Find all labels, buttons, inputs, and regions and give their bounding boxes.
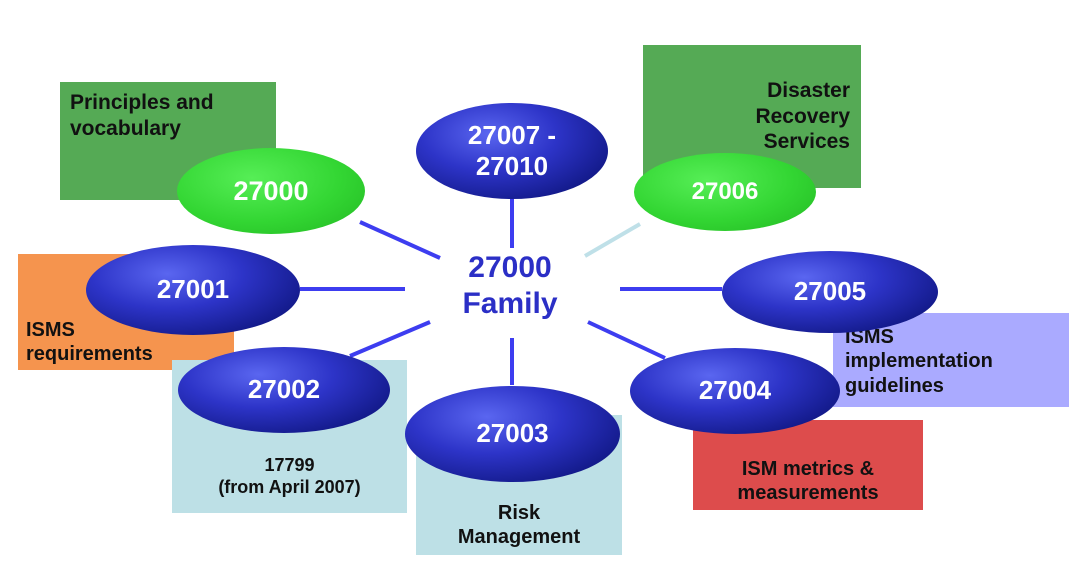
node-27000: 27000 — [177, 148, 365, 234]
node-27005: 27005 — [722, 251, 938, 333]
node-27001: 27001 — [86, 245, 300, 335]
caption-27003: Risk Management — [457, 502, 581, 549]
center-label: 27000 Family — [462, 251, 558, 320]
connector-27000 — [359, 220, 441, 260]
node-27006: 27006 — [634, 153, 816, 231]
caption-27006: Disaster Recovery Services — [755, 79, 850, 154]
node-27003: 27003 — [405, 386, 620, 482]
node-27004: 27004 — [630, 348, 840, 434]
caption-27000: Principles and vocabulary — [70, 91, 214, 140]
connector-27006 — [583, 222, 642, 258]
caption-27002: 17799 (from April 2007) — [218, 455, 361, 497]
caption-27004: ISM metrics & measurements — [737, 458, 879, 505]
caption-box-27004 — [693, 420, 923, 510]
connector-27004 — [587, 320, 666, 360]
node-27002: 27002 — [178, 347, 390, 433]
caption-27001: ISMS requirements — [26, 319, 153, 366]
connector-27002 — [349, 320, 431, 358]
node-27007-27010: 27007 - 27010 — [416, 103, 608, 199]
caption-27005: ISMS implementation guidelines — [845, 326, 993, 397]
